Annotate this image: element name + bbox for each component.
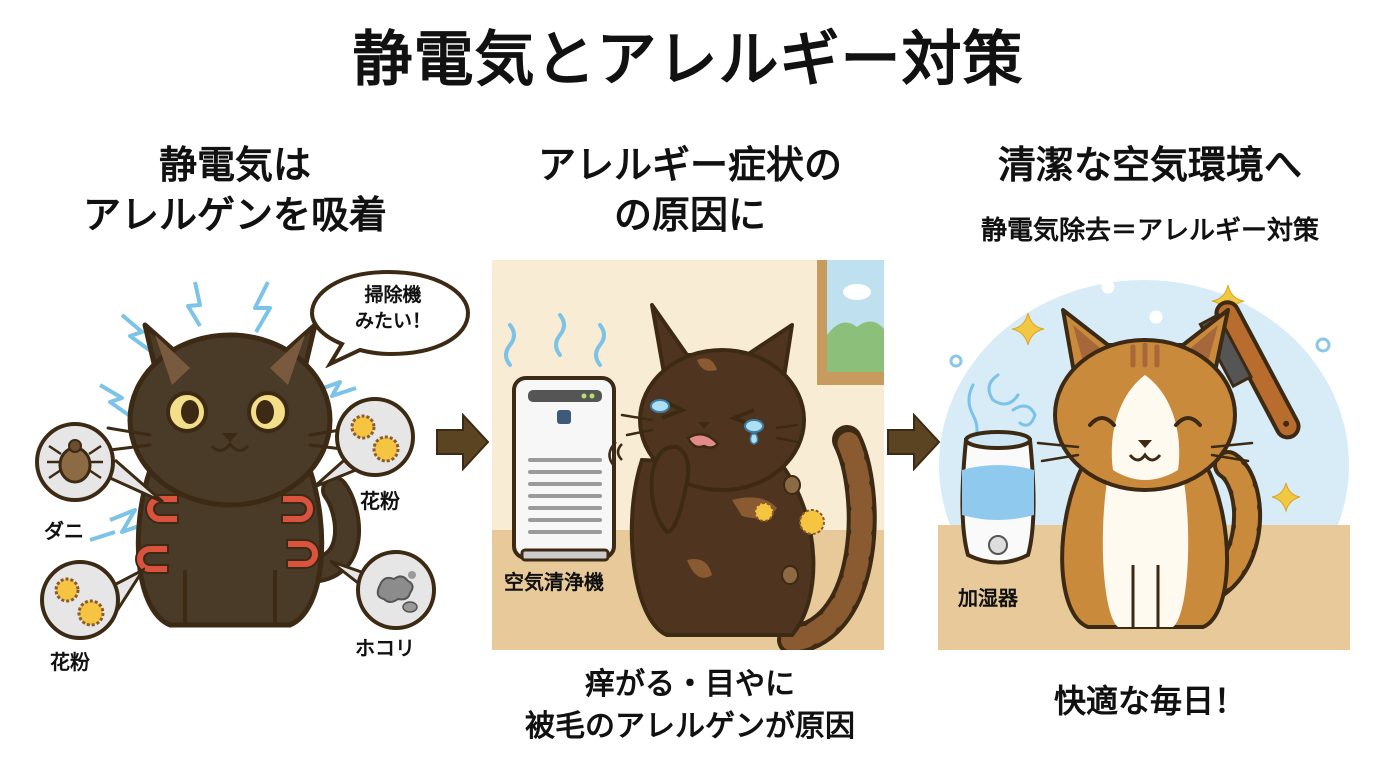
panel2-heading-line2: の原因に	[613, 193, 766, 237]
itchy-cat-room-scene	[492, 260, 884, 650]
happy-cat-clean-scene	[938, 280, 1350, 650]
arrow-right-icon	[887, 413, 941, 471]
speech-bubble	[309, 269, 471, 368]
label-humidifier: 加湿器	[958, 586, 1018, 610]
mite-callout	[35, 422, 164, 504]
magnet-icons	[135, 494, 320, 574]
mite-icon	[47, 444, 103, 480]
bubble-line1: 掃除機	[364, 284, 422, 306]
infographic-title: 静電気とアレルギー対策	[352, 25, 1024, 95]
label-dust: ホコリ	[355, 636, 415, 660]
panel2-footer-line2: 被毛のアレルゲンが原因	[525, 709, 855, 744]
panel3-heading: 清潔な空気環境へ	[997, 143, 1302, 187]
bubble-line2: みたい！	[354, 310, 431, 332]
panel3-subheading: 静電気除去＝アレルギー対策	[980, 216, 1319, 246]
pollen-callout-left	[40, 560, 145, 640]
black-cat-illustration	[89, 281, 362, 628]
label-pollen-right: 花粉	[360, 489, 400, 513]
label-mite: ダニ	[44, 519, 84, 543]
mite-icon	[783, 475, 801, 495]
panel2-heading-line1: アレルギー症状の	[537, 143, 842, 187]
arrow-right-icon	[436, 413, 490, 471]
label-pollen-left: 花粉	[50, 650, 90, 674]
panel2-footer: 痒がる・目やに 被毛のアレルゲンが原因	[490, 664, 890, 748]
dust-callout	[330, 550, 436, 630]
dust-icon	[376, 575, 414, 603]
speech-bubble-text: 掃除機 みたい！	[318, 282, 468, 334]
static-spark-icons	[89, 281, 357, 542]
panel2-footer-line1: 痒がる・目やに	[585, 667, 795, 702]
humidifier-icon	[960, 430, 1036, 565]
panel2-heading: アレルギー症状の の原因に	[490, 140, 890, 240]
panel1-heading-line1: 静電気は	[158, 143, 311, 187]
panel1-heading: 静電気は アレルゲンを吸着	[40, 140, 430, 240]
panel1-heading-line2: アレルゲンを吸着	[82, 193, 387, 237]
label-air-purifier: 空気清浄機	[504, 570, 604, 594]
air-purifier-icon	[504, 313, 616, 562]
panel3-footer: 快適な毎日！	[1053, 682, 1246, 720]
mite-icon	[781, 565, 799, 585]
pollen-callout-right	[313, 397, 415, 489]
